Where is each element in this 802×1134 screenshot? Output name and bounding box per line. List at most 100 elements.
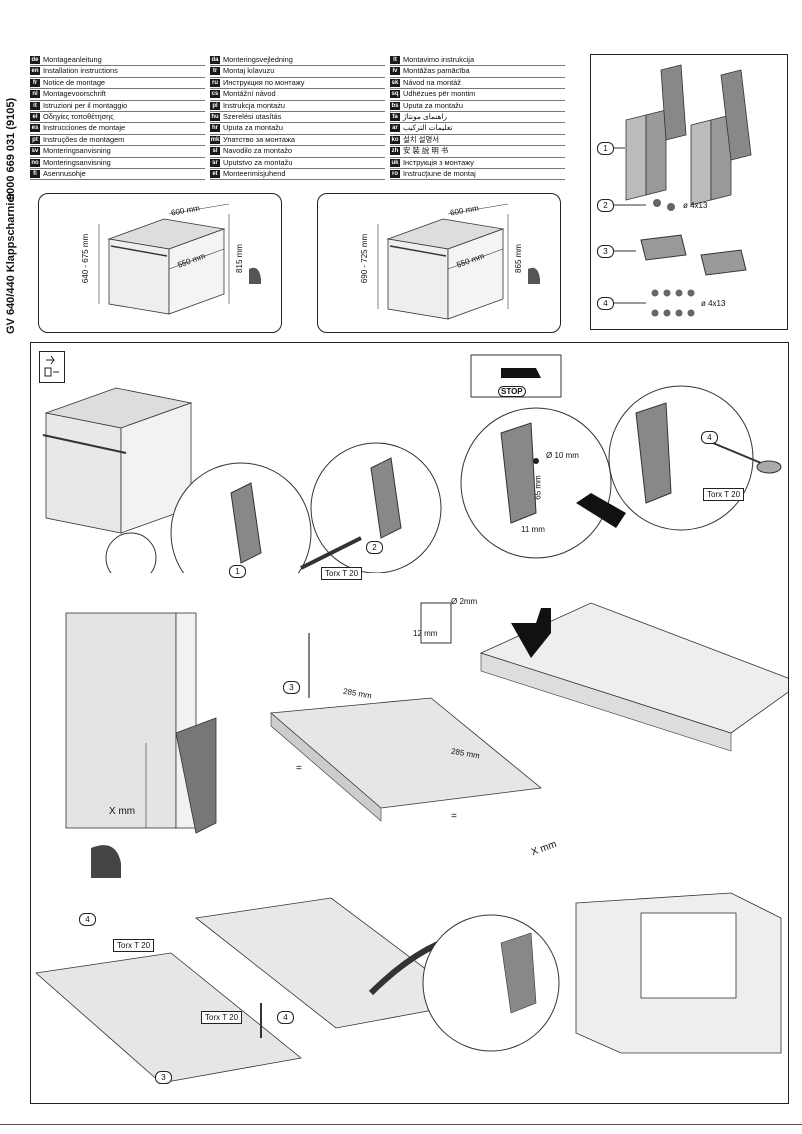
height-label: 865 mm xyxy=(513,244,523,273)
x-mm-label-left: X mm xyxy=(109,806,136,817)
language-title: 安 裝 說 明 书 xyxy=(403,146,449,156)
language-code-badge: sk xyxy=(390,78,400,87)
stop-sign: STOP xyxy=(498,386,526,397)
language-code-badge: de xyxy=(30,56,40,65)
step2-illustration xyxy=(65,602,788,878)
height-range-label: 640 - 675 mm xyxy=(81,233,91,284)
dim-11-label: 11 mm xyxy=(521,525,545,534)
language-code-badge: ro xyxy=(390,169,400,178)
language-code-badge: bs xyxy=(390,101,400,110)
language-title: Instrucciones de montaje xyxy=(43,123,126,133)
appliance-drawing-left xyxy=(98,203,261,315)
step3-torx-label-b: Torx T 20 xyxy=(201,1011,243,1024)
language-code-badge: es xyxy=(30,124,40,133)
part-4-spec: ø 4x13 xyxy=(701,299,726,308)
language-title: Montageanleitung xyxy=(43,55,102,64)
language-code-badge: it xyxy=(30,101,40,110)
step1-torx-label-b: Torx T 20 xyxy=(703,488,745,501)
pilot-depth-label: 12 mm xyxy=(413,629,438,638)
unplug-icon xyxy=(39,351,65,383)
dim-65-label: 65 mm xyxy=(533,475,543,500)
instruction-steps-box: 1 2 Torx T 20 STOP Ø 10 mm 65 mm 11 mm 4… xyxy=(30,342,789,1104)
language-title: تعليمات التركيب xyxy=(403,123,453,133)
language-code-badge: pl xyxy=(210,101,220,110)
language-title: Montagevoorschrift xyxy=(43,89,106,99)
language-title: راهنمای مونتاژ xyxy=(403,111,447,121)
language-code-badge: ko xyxy=(390,135,400,144)
step1-callout-4: 4 xyxy=(701,431,718,444)
language-title: Οδηγίες τοποθέτησης xyxy=(43,111,114,121)
language-code-badge: sv xyxy=(30,147,40,156)
language-title: Instruções de montagem xyxy=(43,134,125,144)
language-code-badge: et xyxy=(210,169,220,178)
language-title: Monteringsanvisning xyxy=(43,146,111,156)
language-code-badge: sr xyxy=(210,158,220,167)
language-code-badge: pt xyxy=(30,135,40,144)
step3-callout-4b: 4 xyxy=(277,1011,294,1024)
language-title: Udhëzues për montim xyxy=(403,89,476,99)
part-number: 9000 669 031 (9105) xyxy=(5,97,17,200)
equal-mark-a: = xyxy=(296,763,302,774)
part-2-spec: ø 4x13 xyxy=(683,201,708,210)
step3-illustration xyxy=(35,892,782,1084)
appliance-drawing-right xyxy=(377,203,540,320)
language-title: Monteerimisjuhend xyxy=(223,168,286,178)
language-title: Uputa za montažu xyxy=(403,100,463,110)
language-code-badge: nl xyxy=(30,90,40,99)
language-code-badge: zh xyxy=(390,147,400,156)
product-title: GV 640/440 Klappscharnier xyxy=(5,192,17,334)
pilot-diameter-label: Ø 2mm xyxy=(451,597,478,606)
height-label: 815 mm xyxy=(234,244,244,273)
dimension-panel-left: 600 mm 550 mm 640 - 675 mm 815 mm xyxy=(38,193,282,333)
language-code-badge: fa xyxy=(390,113,400,121)
language-title: Montavimo instrukcija xyxy=(403,55,475,64)
parts-drawing xyxy=(613,64,752,317)
language-code-badge: mk xyxy=(210,135,220,144)
language-title: Installation instructions xyxy=(43,66,118,76)
step1-callout-1: 1 xyxy=(229,565,246,578)
parts-list-box: 1 2 ø 4x13 3 4 ø 4x13 xyxy=(590,54,788,330)
dimension-panel-right: 600 mm 550 mm 690 - 725 mm 865 mm xyxy=(317,193,561,333)
language-code-badge: da xyxy=(210,56,220,65)
language-title: Uputa za montažu xyxy=(223,123,283,133)
part-callout-4: 4 xyxy=(597,297,614,310)
language-code-badge: ru xyxy=(210,78,220,87)
language-code-badge: cs xyxy=(210,90,220,99)
language-title: Szerelési utasítás xyxy=(223,111,282,121)
language-code-badge: fr xyxy=(30,78,40,87)
height-range-label: 690 - 725 mm xyxy=(360,233,370,284)
language-code-badge: el xyxy=(30,113,40,121)
language-code-badge: lt xyxy=(390,56,400,65)
language-title: Istruzioni per il montaggio xyxy=(43,100,128,110)
language-title: Uputstvo za montažu xyxy=(223,157,293,167)
part-callout-2: 2 xyxy=(597,199,614,212)
step3-torx-label-a: Torx T 20 xyxy=(113,939,155,952)
